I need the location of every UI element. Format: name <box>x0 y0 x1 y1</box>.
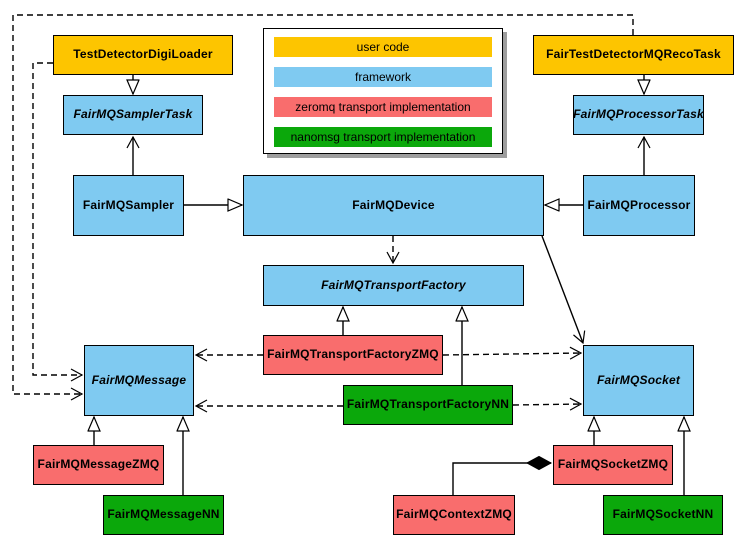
node-label: FairMQMessageZMQ <box>37 457 160 472</box>
node-label: FairMQMessage <box>91 372 187 387</box>
node-fairmqsocketzmq: FairMQSocketZMQ <box>553 445 673 485</box>
node-fairmqcontextzmq: FairMQContextZMQ <box>393 495 515 535</box>
legend-item-nanomsg: nanomsg transport implementation <box>274 127 492 147</box>
node-label: FairMQSocketNN <box>612 507 714 522</box>
node-label: FairMQContextZMQ <box>396 507 512 522</box>
node-fairmqprocessortask: FairMQProcessorTask <box>573 95 704 135</box>
edge-factoryzmq-uses-socket <box>442 346 583 360</box>
node-label: FairMQMessageNN <box>107 507 220 522</box>
node-label: FairMQSamplerTask <box>73 107 193 122</box>
legend-label: framework <box>354 70 411 84</box>
node-testdetectordigiloader: TestDetectorDigiLoader <box>53 35 233 75</box>
node-label: FairMQTransportFactoryZMQ <box>267 347 439 362</box>
legend: user code framework zeromq transport imp… <box>263 28 503 154</box>
node-fairmqtransportfactorynn: FairMQTransportFactoryNN <box>343 385 513 425</box>
node-label: TestDetectorDigiLoader <box>73 47 213 62</box>
node-fairmqsocket: FairMQSocket <box>583 345 694 416</box>
node-label: FairMQSocketZMQ <box>557 457 669 472</box>
node-label: FairMQTransportFactoryNN <box>346 397 510 412</box>
node-label: FairMQSocket <box>596 372 681 387</box>
legend-item-framework: framework <box>274 67 492 87</box>
node-fairtestdetectormqrecotask: FairTestDetectorMQRecoTask <box>533 35 734 75</box>
edge-contextzmq-composed-socketzmq <box>452 463 551 495</box>
node-fairmqsamplertask: FairMQSamplerTask <box>63 95 203 135</box>
edge-digiloader-uses-message <box>32 62 84 382</box>
edge-device-to-socket <box>541 235 586 345</box>
node-fairmqtransportfactory: FairMQTransportFactory <box>263 265 524 306</box>
node-label: FairTestDetectorMQRecoTask <box>546 47 721 62</box>
edge-factorynn-uses-socket <box>512 397 583 411</box>
node-fairmqsampler: FairMQSampler <box>73 175 184 236</box>
legend-item-zeromq: zeromq transport implementation <box>274 97 492 117</box>
node-label: FairMQDevice <box>352 197 435 212</box>
node-fairmqmessage: FairMQMessage <box>84 345 194 416</box>
node-fairmqdevice: FairMQDevice <box>243 175 544 236</box>
node-label: FairMQTransportFactory <box>321 277 466 292</box>
node-label: FairMQSampler <box>82 197 175 212</box>
legend-label: nanomsg transport implementation <box>290 130 476 144</box>
node-label: FairMQProcessor <box>587 197 691 212</box>
node-fairmqprocessor: FairMQProcessor <box>583 175 695 236</box>
legend-label: zeromq transport implementation <box>295 100 471 114</box>
node-fairmqsocketnn: FairMQSocketNN <box>603 495 723 535</box>
node-fairmqtransportfactoryzmq: FairMQTransportFactoryZMQ <box>263 335 443 375</box>
node-label: FairMQProcessorTask <box>573 107 704 122</box>
edge-recotask-uses-message <box>12 14 634 401</box>
node-fairmqmessagenn: FairMQMessageNN <box>103 495 224 535</box>
node-fairmqmessagezmq: FairMQMessageZMQ <box>33 445 164 485</box>
legend-item-user-code: user code <box>274 37 492 57</box>
legend-label: user code <box>356 40 410 54</box>
